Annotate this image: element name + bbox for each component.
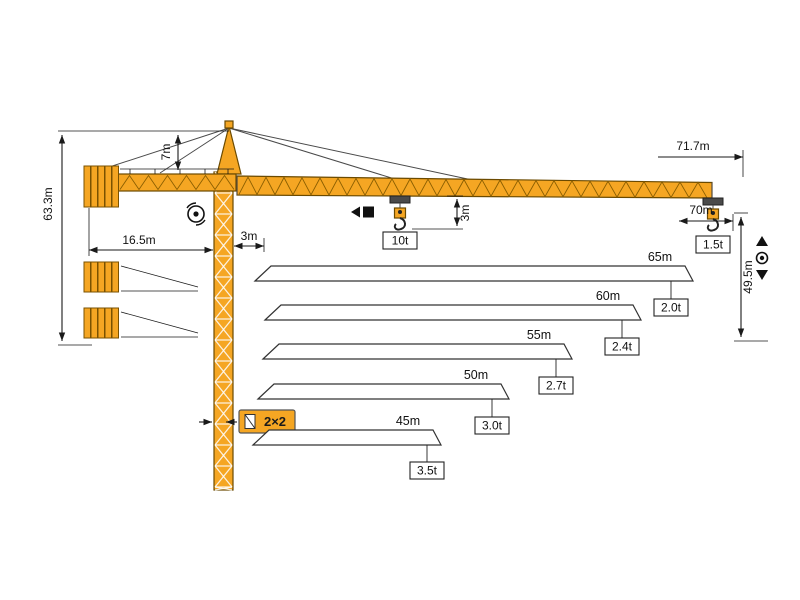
max-working-radius-label: 70m [689, 203, 712, 217]
jib-length-60m: 60m [596, 289, 620, 303]
total-height-label: 63.3m [41, 187, 55, 220]
reeving-label: 2×2 [264, 414, 286, 429]
counter-jib-lattice [119, 174, 235, 191]
capacity-row-60m: 60m 2.4t [263, 289, 642, 356]
trolley-hook-mid [389, 195, 411, 231]
tip-load-60m: 2.4t [612, 340, 633, 354]
hoisting-icon [755, 236, 769, 280]
dim-hook-drop: 3m [412, 195, 472, 230]
tip-load-50m: 3.0t [482, 419, 503, 433]
jib-length-45m: 45m [396, 414, 420, 428]
tower-head-height-label: 7m [159, 144, 173, 161]
capacity-row-65m: 65m 2.0t [253, 250, 694, 317]
counter-jib-radius-label: 16.5m [122, 233, 155, 247]
mast-lattice [214, 171, 233, 491]
ballast-group-a [83, 261, 199, 293]
jib-length-label: 71.7m [676, 139, 709, 153]
tip-capacity-box: 1.5t [695, 235, 731, 254]
jib-root-offset-label: 3m [241, 229, 258, 243]
dim-max-working-radius: 70m [679, 203, 734, 231]
dim-total-height: 63.3m [41, 130, 229, 346]
jib-length-65m: 65m [648, 250, 672, 264]
dim-jib-root-offset: 3m [234, 229, 265, 252]
dim-counter-jib-radius: 16.5m [88, 208, 213, 256]
hook-height-label: 49.5m [741, 260, 755, 293]
jib-lattice [238, 176, 708, 199]
jib-length-55m: 55m [527, 328, 551, 342]
trolley-travel-icon [351, 206, 374, 218]
pendant-lines [96, 127, 492, 185]
jib-length-50m: 50m [464, 368, 488, 382]
counterweight-blocks [83, 165, 119, 208]
capacity-row-50m: 50m 3.0t [256, 368, 510, 435]
tip-load-65m: 2.0t [661, 301, 682, 315]
jib [236, 175, 713, 199]
hook-drop-label: 3m [458, 205, 472, 222]
tip-load-55m: 2.7t [546, 379, 567, 393]
dim-jib-length: 71.7m [658, 139, 744, 177]
ballast-group-b [83, 307, 199, 339]
dim-tower-head-height: 7m [159, 135, 182, 170]
max-capacity-box: 10t [382, 231, 418, 250]
capacity-row-45m: 45m 3.5t [251, 414, 445, 480]
tower-head [216, 120, 242, 175]
tip-capacity-label: 1.5t [703, 238, 724, 252]
tip-load-45m: 3.5t [417, 464, 438, 478]
capacity-row-55m: 55m 2.7t [261, 328, 574, 395]
dim-hook-height: 49.5m [734, 212, 768, 342]
tower-mast [213, 171, 234, 491]
slewing-icon [186, 202, 206, 226]
max-capacity-label: 10t [392, 234, 409, 248]
